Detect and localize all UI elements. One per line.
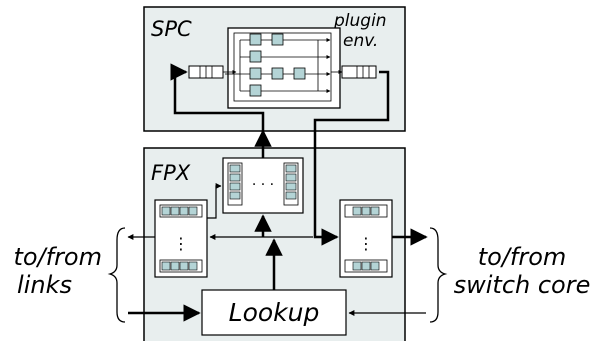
- spc-output-queue: [341, 65, 377, 79]
- switch-core-label-line2: switch core: [454, 271, 591, 299]
- center-queue: [222, 157, 304, 214]
- lookup-label: Lookup: [229, 298, 320, 327]
- right-brace: [429, 227, 448, 323]
- plugin-environment: [225, 27, 341, 109]
- lookup-box: [201, 289, 347, 336]
- switch-core-label-line1: to/from: [478, 243, 567, 271]
- plugin-label-line1: plugin: [333, 11, 387, 31]
- right-queue-dots: ⋮: [358, 234, 374, 253]
- spc-input-queue: [188, 65, 224, 79]
- links-label-line1: to/from: [13, 243, 102, 271]
- left-queue-dots: ⋮: [173, 234, 189, 253]
- plugin-label-line2: env.: [343, 31, 378, 51]
- right-queue: [339, 199, 393, 278]
- links-label-line2: links: [17, 271, 72, 299]
- connection-lines: [127, 63, 428, 322]
- spc-title: SPC: [151, 17, 192, 41]
- left-queue: [154, 199, 208, 278]
- fpx-title: FPX: [151, 161, 191, 185]
- left-brace: [107, 227, 126, 323]
- center-queue-dots: · · ·: [252, 177, 274, 193]
